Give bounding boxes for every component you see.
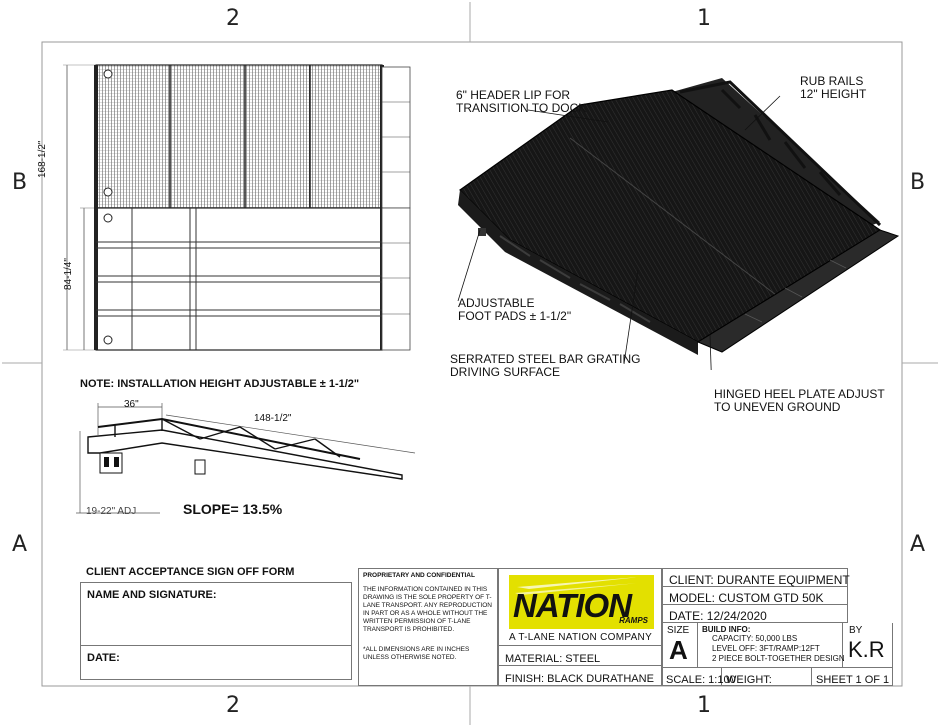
callout-grating-line-2: DRIVING SURFACE (450, 365, 561, 379)
date-label: DATE: (87, 652, 120, 664)
installation-height-note: NOTE: INSTALLATION HEIGHT ADJUSTABLE ± 1… (80, 378, 360, 390)
by-label: BY (849, 625, 863, 636)
zone-label-left-b: B (12, 170, 28, 195)
sheet-cell: SHEET 1 OF 1 (812, 668, 893, 686)
zone-label-bottom-left: 2 (226, 693, 240, 718)
callout-rub-rails-line-1: RUB RAILS (800, 74, 864, 88)
adjustment-dimension: 19-22" ADJ (86, 506, 137, 517)
callout-header-lip-line-2: TRANSITION TO DOCK (456, 101, 587, 115)
callout-heel-plate-line-2: TO UNEVEN GROUND (714, 400, 841, 414)
slope-label: SLOPE= 13.5% (183, 501, 283, 517)
side-view (76, 403, 416, 514)
build-level-off: LEVEL OFF: 3FT/RAMP:12FT (712, 644, 820, 653)
logo-stripes (515, 577, 639, 595)
zone-label-right-a: A (910, 532, 926, 557)
client-cell: CLIENT: DURANTE EQUIPMENT (662, 568, 850, 587)
logo-wordmark: NATION (513, 587, 632, 624)
callout-foot-pads-line-1: ADJUSTABLE (458, 296, 535, 310)
ramp-length-dimension: 148-1/2" (254, 413, 292, 424)
finish-value: FINISH: BLACK DURATHANE (505, 673, 654, 685)
build-info-label: BUILD INFO: (702, 625, 751, 634)
finish-cell: FINISH: BLACK DURATHANE (498, 666, 662, 686)
dimensions-note: *ALL DIMENSIONS ARE IN INCHES UNLESS OTH… (363, 646, 470, 661)
weight-cell: WEIGHT: (722, 668, 812, 686)
overall-length-dimension: 168-1/2" (37, 140, 48, 178)
zone-label-top-left: 2 (226, 6, 240, 31)
zone-label-top-right: 1 (697, 6, 711, 31)
size-label: SIZE (667, 625, 690, 636)
zone-label-right-b: B (910, 170, 926, 195)
by-value: K.R (848, 637, 885, 662)
sheet-value: SHEET 1 OF 1 (816, 674, 890, 686)
logo-subtitle: RAMPS (619, 616, 648, 625)
model-cell: MODEL: CUSTOM GTD 50K (662, 587, 848, 605)
isometric-view (457, 78, 900, 370)
build-capacity: CAPACITY: 50,000 LBS (712, 634, 798, 643)
scale-cell: SCALE: 1:100 (662, 668, 736, 686)
callout-rub-rails-line-2: 12" HEIGHT (800, 87, 867, 101)
signature-cell[interactable]: NAME AND SIGNATURE: (81, 583, 351, 646)
proprietary-body: THE INFORMATION CONTAINED IN THIS DRAWIN… (363, 586, 492, 633)
build-info-cell: BUILD INFO: CAPACITY: 50,000 LBS LEVEL O… (698, 623, 845, 668)
scale-value: SCALE: 1:100 (666, 674, 736, 686)
callout-header-lip-line-1: 6" HEADER LIP FOR (456, 88, 571, 102)
proprietary-title: PROPRIETARY AND CONFIDENTIAL (363, 572, 475, 579)
plan-view (63, 64, 411, 351)
zone-label-bottom-right: 1 (697, 693, 711, 718)
callout-grating-line-1: SERRATED STEEL BAR GRATING (450, 352, 641, 366)
callout-heel-plate-line-1: HINGED HEEL PLATE ADJUST (714, 387, 885, 401)
drawing-date-value: DATE: 12/24/2020 (669, 609, 767, 623)
proprietary-box: PROPRIETARY AND CONFIDENTIAL THE INFORMA… (358, 568, 498, 686)
model-value: MODEL: CUSTOM GTD 50K (669, 591, 824, 605)
size-cell: SIZE A (662, 623, 698, 668)
company-name: A T-LANE NATION COMPANY (509, 632, 653, 643)
build-design: 2 PIECE BOLT-TOGETHER DESIGN (712, 654, 845, 663)
by-cell: BY K.R (843, 623, 893, 668)
material-value: MATERIAL: STEEL (505, 653, 601, 665)
name-and-signature-label: NAME AND SIGNATURE: (87, 589, 217, 601)
section-length-dimension: 84-1/4" (63, 258, 74, 290)
signoff-form: NAME AND SIGNATURE: DATE: (80, 582, 352, 680)
nation-ramps-logo: NATION RAMPS (509, 575, 654, 629)
logo-cell: NATION RAMPS A T-LANE NATION COMPANY (498, 568, 662, 646)
client-value: CLIENT: DURANTE EQUIPMENT (669, 573, 850, 587)
callout-foot-pads-line-2: FOOT PADS ± 1-1/2" (458, 309, 572, 323)
date-cell[interactable]: DATE: (81, 646, 351, 679)
weight-label: WEIGHT: (726, 674, 772, 686)
date-info-cell: DATE: 12/24/2020 (662, 605, 848, 623)
size-value: A (669, 635, 688, 665)
zone-label-left-a: A (12, 532, 28, 557)
material-cell: MATERIAL: STEEL (498, 646, 662, 666)
signoff-form-title: CLIENT ACCEPTANCE SIGN OFF FORM (86, 566, 295, 578)
level-off-dimension: 36" (124, 399, 139, 410)
